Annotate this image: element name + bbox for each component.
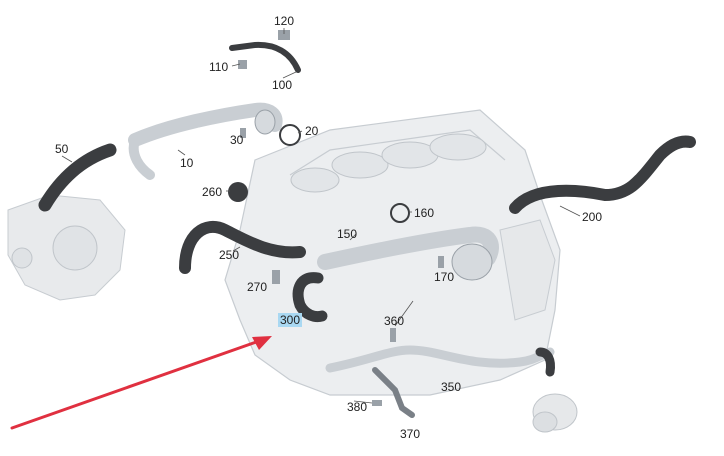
part-label-20[interactable]: 20 [305,124,319,138]
part-label-110[interactable]: 110 [209,60,229,74]
part-label-160[interactable]: 160 [414,206,435,220]
part-label-380[interactable]: 380 [347,400,368,414]
bolt-170 [438,256,444,268]
hose-250 [179,220,306,274]
clip-270 [272,270,280,284]
hose-350-end [535,347,555,377]
part-label-10[interactable]: 10 [180,156,194,170]
part-label-100[interactable]: 100 [272,78,293,92]
part-label-360[interactable]: 360 [384,314,405,328]
bolt-360 [390,328,396,342]
hose-100 [229,41,301,73]
pointer-arrow [10,336,272,430]
clip-120 [278,30,290,40]
water-pump [7,194,126,301]
part-label-120[interactable]: 120 [274,14,295,28]
part-label-270[interactable]: 270 [247,280,268,294]
pipe-10 [128,102,283,180]
part-label-300[interactable]: 300 [278,313,303,327]
pipe-150 [317,226,499,281]
leader-lines [61,28,581,404]
part-label-350[interactable]: 350 [441,380,462,394]
hose-300 [292,272,328,323]
hose-200 [509,135,696,214]
aux-pump [532,393,578,433]
part-label-30[interactable]: 30 [230,133,244,147]
clip-110 [238,60,247,69]
cover-260 [228,182,248,202]
bolt-380 [372,400,382,406]
seal-160 [390,203,410,223]
part-label-50[interactable]: 50 [55,142,69,156]
part-label-200[interactable]: 200 [582,210,603,224]
bolt-30 [240,128,246,138]
part-label-150[interactable]: 150 [337,227,358,241]
part-label-260[interactable]: 260 [202,185,223,199]
seal-20 [279,124,301,146]
pipe-350 [325,345,555,373]
part-label-370[interactable]: 370 [400,427,421,441]
part-label-250[interactable]: 250 [219,248,240,262]
bracket-370 [372,367,415,418]
part-label-170[interactable]: 170 [434,270,455,284]
hose-50 [38,143,117,212]
